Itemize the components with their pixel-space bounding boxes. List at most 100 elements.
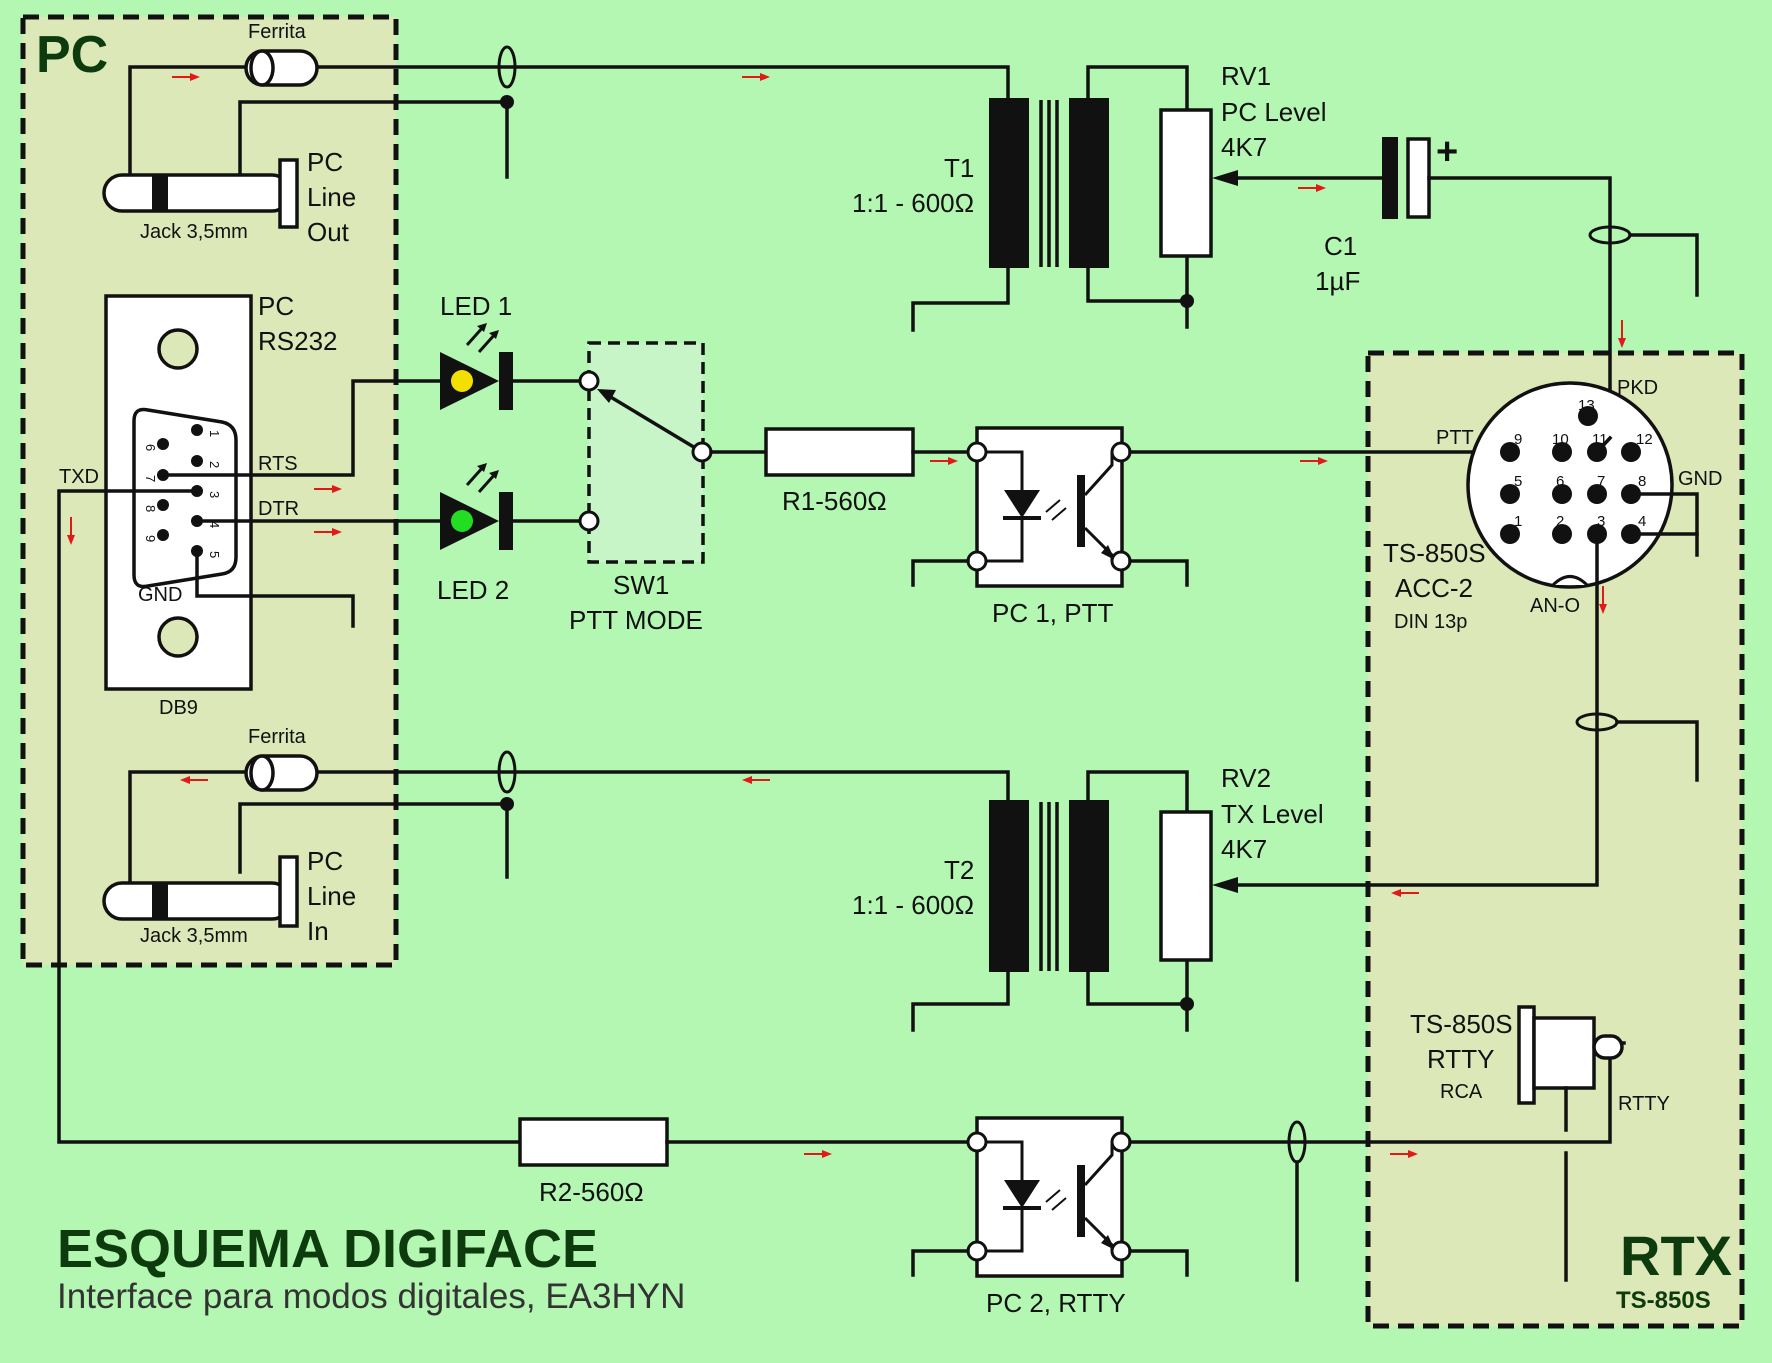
db9-mount-hole bbox=[157, 616, 199, 658]
svg-text:4: 4 bbox=[1638, 513, 1646, 530]
svg-text:3: 3 bbox=[1597, 513, 1605, 530]
signal-arrow-right bbox=[314, 485, 342, 493]
rv1-desc: PC Level bbox=[1221, 97, 1327, 127]
svg-text:12: 12 bbox=[1636, 431, 1653, 448]
din13-pin-numbers: 1 2 3 4 5 6 7 8 9 10 11 12 13 bbox=[1514, 397, 1653, 530]
rts-label: RTS bbox=[258, 453, 298, 475]
svg-text:13: 13 bbox=[1578, 397, 1595, 414]
resistor-r2 bbox=[518, 1117, 669, 1167]
pc2-emitter-wire bbox=[1128, 1249, 1189, 1277]
signal-arrow-down bbox=[1618, 320, 1626, 348]
wiper-arrow bbox=[1212, 170, 1238, 186]
pc1-emitter-wire bbox=[1128, 559, 1189, 587]
switch-contact bbox=[578, 510, 600, 532]
pc-line-in-label-2: Line bbox=[307, 881, 356, 911]
rv2-value: 4K7 bbox=[1221, 834, 1267, 864]
opto-pin bbox=[1110, 1240, 1132, 1262]
txd-label: TXD bbox=[59, 466, 99, 488]
ferrite-in-label: Ferrita bbox=[248, 726, 307, 748]
pc2-gnd-wire bbox=[911, 1249, 970, 1277]
t2-spec: 1:1 - 600Ω bbox=[852, 890, 974, 920]
opto-pin bbox=[1110, 550, 1132, 572]
rs232-label-1: PC bbox=[258, 291, 294, 321]
signal-arrow-right bbox=[314, 528, 342, 536]
pc-line-in-label-1: PC bbox=[307, 846, 343, 876]
svg-text:8: 8 bbox=[1638, 473, 1646, 490]
led1 bbox=[440, 323, 513, 410]
potentiometer-rv2 bbox=[1159, 810, 1213, 962]
svg-text:7: 7 bbox=[1597, 473, 1605, 490]
sw1-desc: PTT MODE bbox=[569, 605, 703, 635]
r2-label: R2-560Ω bbox=[539, 1177, 644, 1207]
ground-icon bbox=[1166, 1278, 1208, 1298]
junction-dot bbox=[1180, 294, 1194, 308]
pc-line-out-label-2: Line bbox=[307, 182, 356, 212]
jack-in-label: Jack 3,5mm bbox=[140, 925, 248, 947]
c1-polarity: + bbox=[1436, 131, 1458, 173]
diagram-subtitle: Interface para modos digitales, EA3HYN bbox=[57, 1277, 685, 1316]
svg-text:2: 2 bbox=[207, 461, 222, 468]
ground-icon bbox=[1166, 588, 1208, 608]
signal-arrows bbox=[67, 73, 1626, 1158]
pc-line-out-label-3: Out bbox=[307, 217, 350, 247]
shield-ground-wire bbox=[1615, 720, 1699, 782]
pc-line-out-wiring bbox=[128, 65, 1010, 190]
cable-shield-marker bbox=[497, 45, 517, 89]
switch-lever-tip bbox=[597, 389, 616, 403]
resistor-r1 bbox=[764, 427, 915, 477]
svg-text:9: 9 bbox=[143, 535, 158, 542]
opto-pin bbox=[966, 1240, 988, 1262]
junction-dot bbox=[500, 95, 514, 109]
wiper-arrow bbox=[1212, 877, 1238, 893]
c1-value: 1µF bbox=[1315, 266, 1360, 296]
led1-label: LED 1 bbox=[440, 291, 512, 321]
signal-arrow-right bbox=[172, 73, 200, 81]
db9-pins bbox=[157, 424, 203, 557]
ground-icon bbox=[1276, 1283, 1318, 1303]
transformer-t1 bbox=[911, 65, 1189, 332]
gnd-label: GND bbox=[138, 584, 182, 606]
db9-pin-numbers: 1 2 3 4 5 6 7 8 9 bbox=[143, 430, 222, 558]
potentiometer-rv1 bbox=[1159, 108, 1213, 258]
switch-lever bbox=[603, 391, 703, 454]
capacitor-c1-plate-b bbox=[1406, 137, 1431, 219]
opto-pin bbox=[966, 1131, 988, 1153]
ground-icon bbox=[892, 588, 934, 608]
led2 bbox=[440, 463, 513, 550]
signal-arrow-right bbox=[742, 73, 770, 81]
opto-pin bbox=[1110, 1131, 1132, 1153]
rv2-name: RV2 bbox=[1221, 763, 1271, 793]
rs232-label-2: RS232 bbox=[258, 326, 338, 356]
rca-rtty-label: RTTY bbox=[1618, 1093, 1670, 1115]
ferrite-bead-in bbox=[244, 754, 319, 792]
pc-line-out-label-1: PC bbox=[307, 147, 343, 177]
svg-text:6: 6 bbox=[143, 444, 158, 451]
signal-arrow-left bbox=[180, 776, 208, 784]
svg-text:3: 3 bbox=[207, 491, 222, 498]
signal-arrow-left bbox=[742, 776, 770, 784]
pc1-gnd-wire bbox=[911, 559, 970, 587]
pc-line-in-label-3: In bbox=[307, 916, 329, 946]
svg-text:7: 7 bbox=[143, 475, 158, 482]
ptt-label: PTT bbox=[1436, 427, 1474, 449]
an-o-label: AN-O bbox=[1530, 595, 1580, 617]
rv1-value: 4K7 bbox=[1221, 132, 1267, 162]
opto-pin bbox=[966, 550, 988, 572]
ferrite-out-label: Ferrita bbox=[248, 21, 307, 43]
ground-icon bbox=[892, 330, 934, 350]
t1-spec: 1:1 - 600Ω bbox=[852, 188, 974, 218]
shield-ground-wire bbox=[1628, 233, 1699, 297]
led2-label: LED 2 bbox=[437, 575, 509, 605]
db9-shell bbox=[132, 407, 238, 589]
pkd-label: PKD bbox=[1617, 377, 1658, 399]
ground-icon bbox=[1166, 327, 1208, 347]
signal-arrow-right bbox=[1390, 1150, 1418, 1158]
rca-label-2: RTTY bbox=[1427, 1044, 1494, 1074]
jack-in-connector bbox=[102, 855, 299, 928]
svg-text:10: 10 bbox=[1552, 431, 1569, 448]
svg-text:2: 2 bbox=[1556, 513, 1564, 530]
ground-icon bbox=[1676, 298, 1718, 318]
din-gnd-label: GND bbox=[1678, 468, 1722, 490]
an-o-wire bbox=[1234, 532, 1599, 887]
